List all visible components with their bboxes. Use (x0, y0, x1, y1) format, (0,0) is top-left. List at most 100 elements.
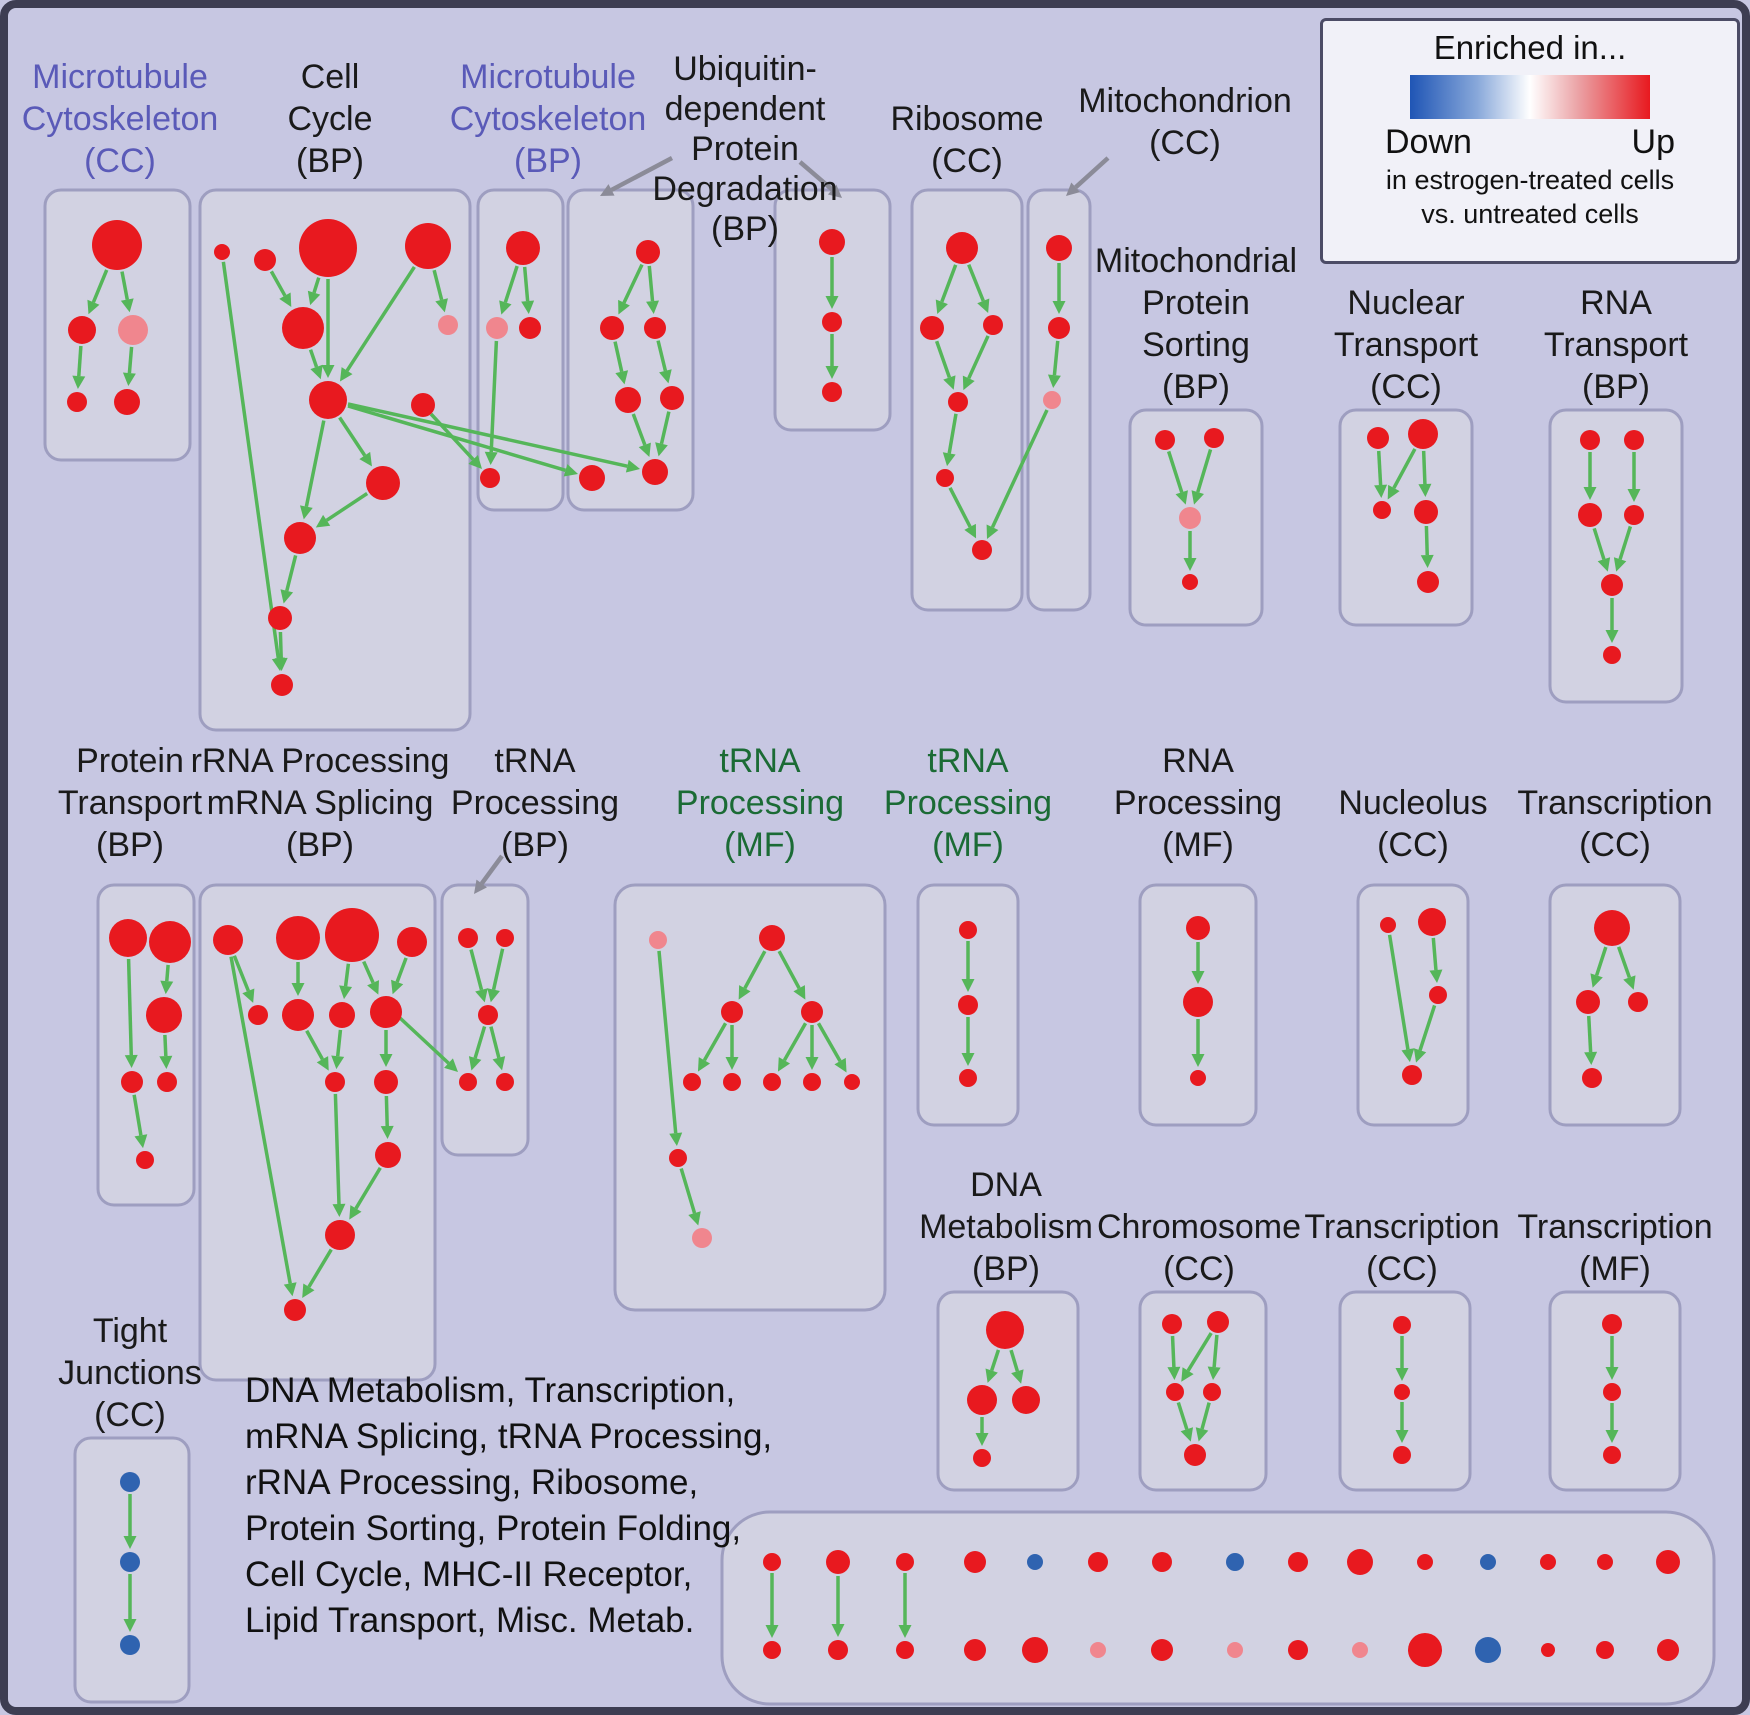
legend-updown-row: Down Up (1323, 123, 1737, 162)
edge-line (384, 1095, 389, 1127)
go-term-node-ribosome-cc-2 (983, 315, 1003, 335)
edge-arrowhead (391, 979, 404, 995)
go-term-node-transcription-cc-1-0 (1594, 910, 1630, 946)
go-term-node-ribosome-cc-3 (948, 392, 968, 412)
edge-arrowhead (339, 985, 353, 1000)
edge-arrowhead (487, 988, 500, 1003)
edge-arrowhead (302, 1283, 315, 1298)
go-term-node-cell-cycle-2 (299, 219, 357, 277)
edge-arrowhead (1047, 374, 1061, 389)
edge-arrowhead (1584, 1051, 1598, 1066)
edge-arrowhead (1167, 1366, 1181, 1381)
edge-arrowhead (1605, 630, 1619, 643)
go-term-node-nuclear-transport-2 (1373, 501, 1391, 519)
edge-arrowhead (499, 300, 512, 315)
cross-edge-line (347, 402, 628, 468)
go-term-node-rrna-mrna-4 (248, 1005, 268, 1025)
edge-arrowhead (87, 299, 100, 315)
go-term-node-nucleolus-0 (1380, 917, 1396, 933)
go-term-node-transcription-mf-0 (1602, 1314, 1622, 1334)
go-term-node-misc-bottom-15 (763, 1641, 781, 1659)
go-term-node-misc-bottom-24 (1352, 1642, 1368, 1658)
misc-line-3: rRNA Processing, Ribosome, (245, 1463, 699, 1502)
edge-arrowhead (1613, 557, 1627, 572)
group-box-nucleolus (1356, 883, 1470, 1127)
edge-line (338, 416, 367, 457)
edge-arrowhead (307, 290, 321, 306)
edge-arrowhead (669, 1132, 683, 1147)
edge-arrowhead (1420, 554, 1434, 569)
edge-line (631, 413, 647, 446)
edge-arrowhead (521, 300, 535, 315)
edge-line (285, 555, 298, 592)
go-term-node-microtubule-cc-4 (114, 389, 140, 415)
go-term-node-transcription-cc-1-3 (1582, 1068, 1602, 1088)
misc-line-5: Cell Cycle, MHC-II Receptor, (245, 1555, 693, 1594)
edge-line (312, 277, 321, 294)
go-term-node-mito-protein-sorting-0 (1155, 430, 1175, 450)
go-term-node-ubiquitin-small-0 (819, 229, 845, 255)
go-term-node-rrna-mrna-7 (370, 996, 402, 1028)
go-term-node-nucleolus-3 (1402, 1065, 1422, 1085)
label-callout-line (1074, 156, 1110, 189)
edge-arrowhead (1605, 1367, 1619, 1380)
edge-arrowhead (1207, 1366, 1221, 1381)
edge-arrowhead (72, 375, 86, 390)
edge-arrowhead (738, 985, 751, 1000)
edge-line (990, 1349, 1001, 1372)
go-term-node-trna-mf-small-1 (958, 995, 978, 1015)
legend-up-label: Up (1631, 123, 1675, 161)
edge-line (679, 1168, 697, 1214)
edge-line (395, 957, 408, 983)
go-term-node-ubiquitin-main-5 (579, 465, 605, 491)
edge-arrowhead (321, 365, 335, 378)
edge-arrowhead (688, 1211, 701, 1226)
edge-line (613, 341, 624, 373)
edge-arrowhead (1627, 489, 1641, 502)
go-term-node-nuclear-transport-4 (1417, 571, 1439, 593)
label-callout-line (798, 160, 834, 192)
go-term-node-ribosome-cc-1 (920, 316, 944, 340)
edge-arrowhead (1191, 971, 1205, 984)
edge-line (1176, 1401, 1189, 1430)
go-term-node-transcription-cc-2-0 (1393, 1316, 1411, 1334)
go-term-node-misc-bottom-9 (1347, 1549, 1373, 1575)
legend-box: Enriched in... Down Up in estrogen-treat… (1320, 18, 1740, 264)
group-box-nuclear-transport (1338, 408, 1474, 627)
go-term-node-chromosome-3 (1203, 1383, 1221, 1401)
edge-arrowhead (484, 451, 498, 466)
edge-arrowhead (825, 366, 839, 379)
edge-line (489, 340, 499, 453)
go-term-node-rrna-mrna-9 (374, 1070, 398, 1094)
edge-arrowhead (349, 1205, 362, 1220)
go-term-node-trna-mf-large-10 (692, 1228, 712, 1248)
go-term-node-rrna-mrna-6 (329, 1002, 355, 1028)
go-term-node-rna-transport-1 (1624, 430, 1644, 450)
edge-arrowhead (975, 1433, 989, 1446)
edge-line (232, 955, 250, 992)
edge-line (325, 492, 369, 522)
edge-line (1424, 525, 1429, 556)
edge-line (1376, 450, 1383, 486)
go-term-node-misc-bottom-21 (1151, 1639, 1173, 1661)
go-term-node-trna-bp-0 (458, 928, 478, 948)
edge-arrowhead (1195, 1427, 1209, 1442)
go-term-node-ribosome-cc-4 (936, 469, 954, 487)
go-term-node-cell-cycle-11 (271, 674, 293, 696)
edge-arrowhead (1180, 1427, 1194, 1442)
go-term-node-trna-mf-large-7 (803, 1073, 821, 1091)
edge-arrowhead (655, 442, 668, 457)
edge-arrowhead (725, 1057, 739, 1070)
edge-line (948, 486, 972, 528)
edge-line (120, 271, 129, 300)
go-term-node-trna-bp-2 (478, 1005, 498, 1025)
label-chromosome: Chromosome(CC) (1097, 1208, 1301, 1288)
label-ribosome: Ribosome(CC) (890, 100, 1043, 180)
go-term-node-microtubule-cc-1 (68, 316, 96, 344)
label-callout-line (610, 156, 674, 192)
edge-line (305, 1029, 324, 1061)
